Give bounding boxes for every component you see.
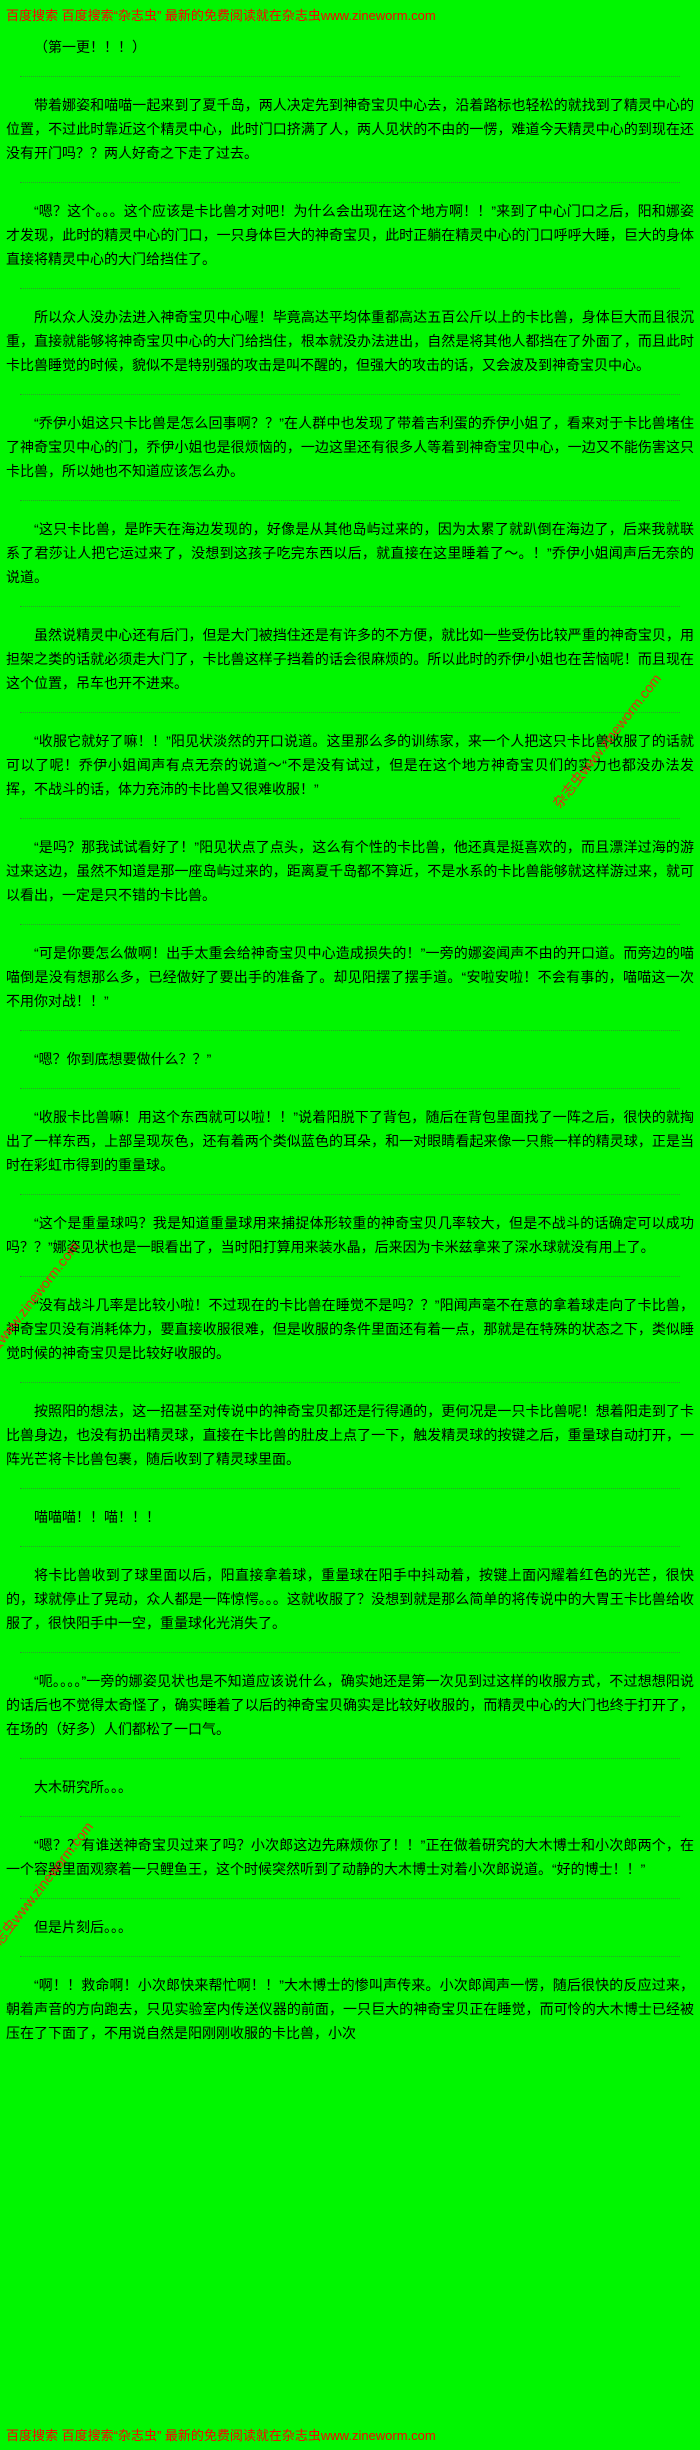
paragraph: “乔伊小姐这只卡比兽是怎么回事啊？？”在人群中也发现了带着吉利蛋的乔伊小姐了，看… [6, 411, 694, 501]
paragraph: “嗯？？有谁送神奇宝贝过来了吗？小次郎这边先麻烦你了！！”正在做着研究的大木博士… [6, 1833, 694, 1899]
paragraph: 但是片刻后。。。 [6, 1915, 694, 1957]
novel-content: （第一更！！！） 带着娜姿和喵喵一起来到了夏千岛，两人决定先到神奇宝贝中心去，沿着… [0, 27, 700, 2045]
paragraph: （第一更！！！） [6, 35, 694, 77]
paragraph: “没有战斗几率是比较小啦！不过现在的卡比兽在睡觉不是吗？？”阳闻声毫不在意的拿着… [6, 1293, 694, 1383]
paragraph: “嗯？这个。。。这个应该是卡比兽才对吧！为什么会出现在这个地方啊！！”来到了中心… [6, 199, 694, 289]
paragraph: “这只卡比兽，是昨天在海边发现的，好像是从其他岛屿过来的，因为太累了就趴倒在海边… [6, 517, 694, 607]
paragraph: 大木研究所。。。 [6, 1775, 694, 1817]
paragraph: 带着娜姿和喵喵一起来到了夏千岛，两人决定先到神奇宝贝中心去，沿着路标也轻松的就找… [6, 93, 694, 183]
header-promo: 百度搜索 百度搜索“杂志虫” 最新的免费阅读就在杂志虫www.zineworm.… [6, 8, 436, 23]
footer-promo: 百度搜索 百度搜索“杂志虫” 最新的免费阅读就在杂志虫www.zineworm.… [6, 2428, 436, 2443]
paragraph: “这个是重量球吗？我是知道重量球用来捕捉体形较重的神奇宝贝几率较大，但是不战斗的… [6, 1211, 694, 1277]
paragraph: 虽然说精灵中心还有后门，但是大门被挡住还是有许多的不方便，就比如一些受伤比较严重… [6, 623, 694, 713]
paragraph: 按照阳的想法，这一招甚至对传说中的神奇宝贝都还是行得通的，更何况是一只卡比兽呢！… [6, 1399, 694, 1489]
paragraph: “收服卡比兽嘛！用这个东西就可以啦！！”说着阳脱下了背包，随后在背包里面找了一阵… [6, 1105, 694, 1195]
paragraph: 所以众人没办法进入神奇宝贝中心喔！毕竟高达平均体重都高达五百公斤以上的卡比兽，身… [6, 305, 694, 395]
paragraph: “是吗？那我试试看好了！”阳见状点了点头，这么有个性的卡比兽，他还真是挺喜欢的，… [6, 835, 694, 925]
paragraph: “啊！！救命啊！小次郎快来帮忙啊！！”大木博士的惨叫声传来。小次郎闻声一愣，随后… [6, 1977, 694, 2041]
paragraph: 喵喵喵！！喵！！！ [6, 1505, 694, 1547]
paragraph: “呃。。。。”一旁的娜姿见状也是不知道应该说什么，确实她还是第一次见到过这样的收… [6, 1669, 694, 1759]
paragraph: “嗯？你到底想要做什么？？” [6, 1047, 694, 1089]
paragraph: 将卡比兽收到了球里面以后，阳直接拿着球，重量球在阳手中抖动着，按键上面闪耀着红色… [6, 1563, 694, 1653]
paragraph: “可是你要怎么做啊！出手太重会给神奇宝贝中心造成损失的！”一旁的娜姿闻声不由的开… [6, 941, 694, 1031]
paragraph: “收服它就好了嘛！！”阳见状淡然的开口说道。这里那么多的训练家，来一个人把这只卡… [6, 729, 694, 819]
